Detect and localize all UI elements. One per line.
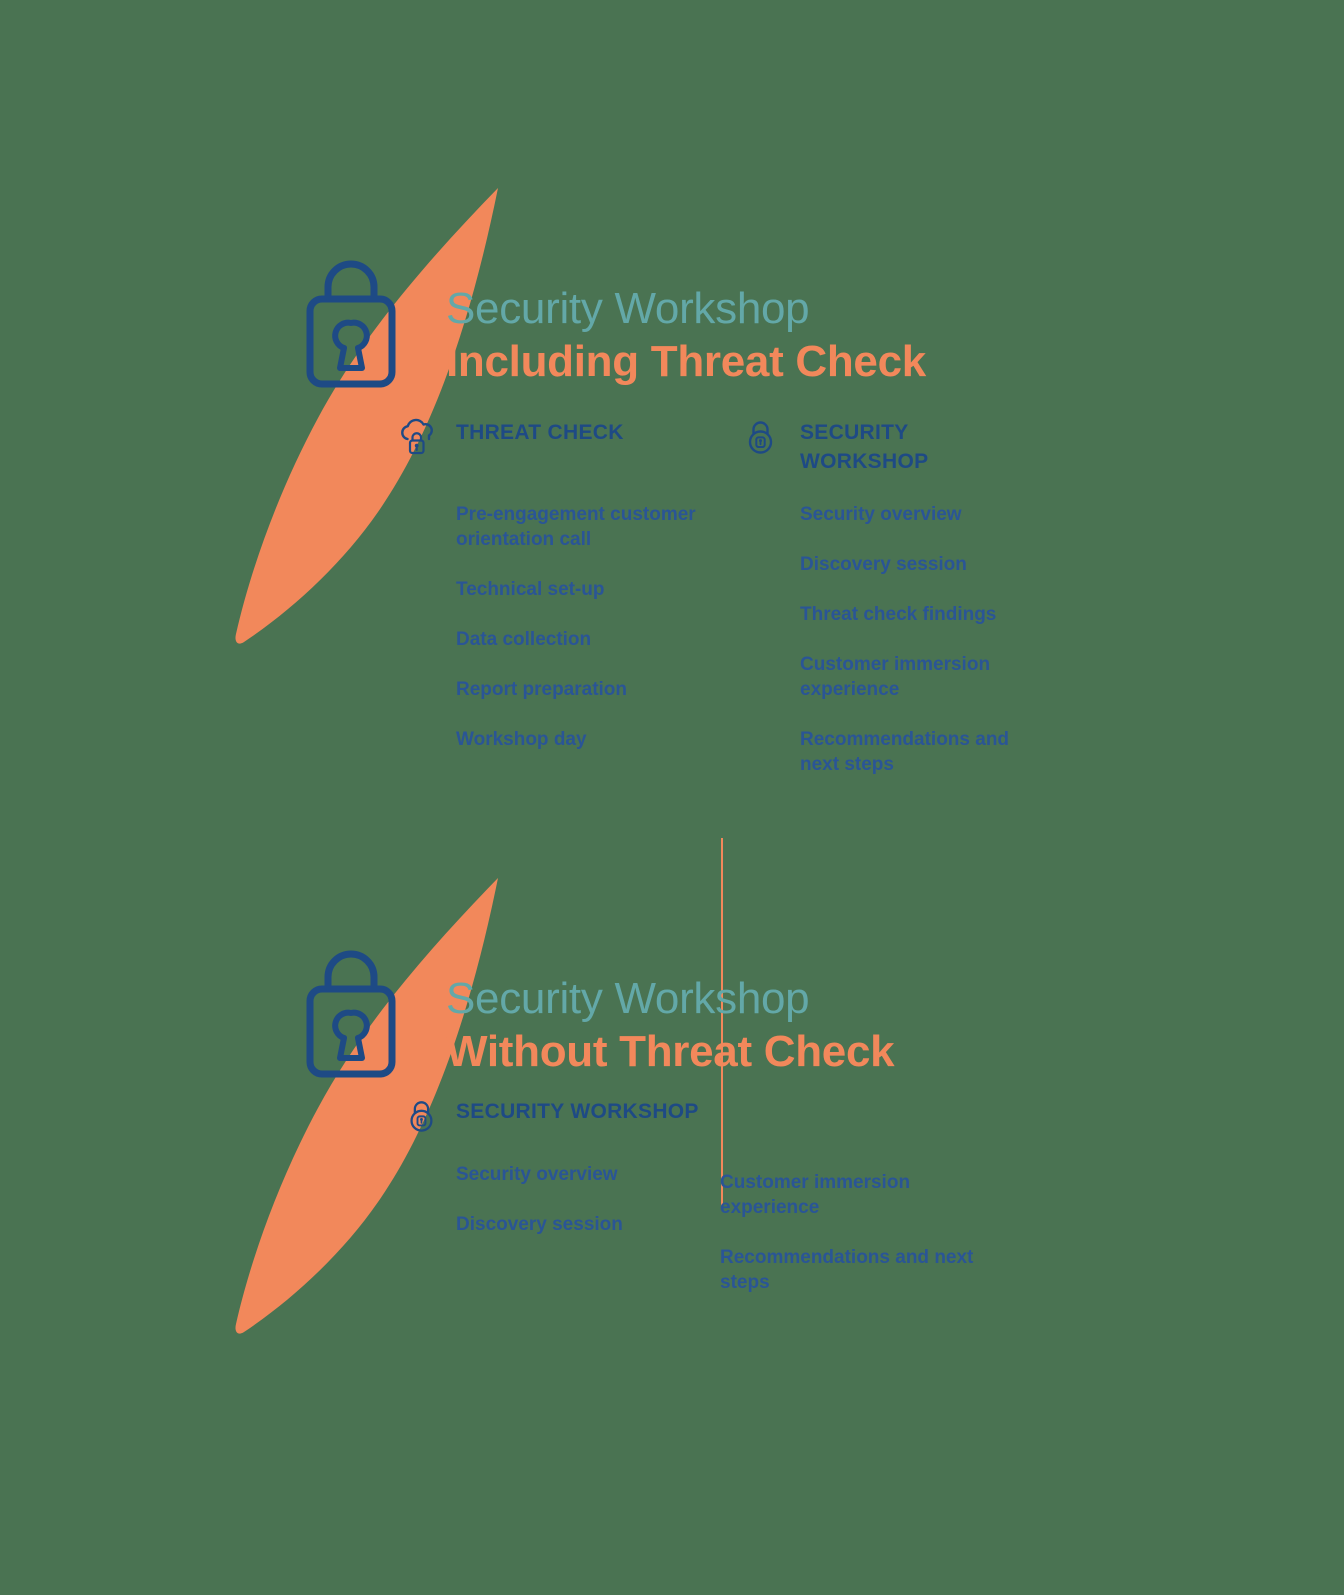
column-security-workshop: SECURITY WORKSHOP Security overview Disc… [742,418,1042,802]
list-item: Discovery session [800,554,967,575]
list-item: Pre-engagement customer orientation call [456,504,696,550]
list-item: Report preparation [456,679,628,700]
padlock-icon [306,260,396,388]
list-item: Technical set-up [456,579,605,600]
group-columns: Security overview Discovery session Cust… [398,1162,1298,1382]
heading-line-1: Security Workshop [446,284,810,333]
round-padlock-icon [748,421,773,454]
column-header: THREAT CHECK [398,418,698,482]
section-without-threat-check: Security Workshop Without Threat Check S… [0,680,1344,1595]
list-item: Workshop day [456,729,587,750]
security-workshop-list: Security overview Discovery session Thre… [800,502,1042,777]
group-column-left: Security overview Discovery session [456,1162,706,1262]
column-title: SECURITY WORKSHOP [800,421,929,473]
list-item: Recommendations and next steps [800,729,1010,775]
list-item: Data collection [456,629,592,650]
column-header: SECURITY WORKSHOP [742,418,1042,482]
heading-line-2: Without Threat Check [446,1027,895,1076]
two-column-body: THREAT CHECK Pre-engagement customer ori… [0,418,1344,1210]
workshop-list-right: Customer immersion experience Recommenda… [720,1170,980,1295]
section-heading: Security Workshop Without Threat Check [446,973,1306,1079]
list-item: Recommendations and next steps [720,1247,974,1293]
group-header: SECURITY WORKSHOP [398,1098,1298,1140]
threat-check-list: Pre-engagement customer orientation call… [456,502,698,752]
heading-line-2: Including Threat Check [446,337,926,386]
list-item: Security overview [456,1164,618,1185]
list-item: Customer immersion experience [800,654,991,700]
padlock-icon [306,950,396,1078]
round-padlock-icon [410,1101,433,1132]
workshop-list-left: Security overview Discovery session [456,1162,706,1237]
group-column-right: Customer immersion experience Recommenda… [720,1170,980,1320]
list-item: Customer immersion experience [720,1172,911,1218]
list-item: Discovery session [456,1214,623,1235]
security-workshop-group: SECURITY WORKSHOP Security overview Disc… [398,1098,1298,1382]
group-title: SECURITY WORKSHOP [456,1100,699,1123]
heading-line-1: Security Workshop [446,974,810,1023]
list-item: Threat check findings [800,604,997,625]
column-title: THREAT CHECK [456,421,624,444]
column-divider [721,838,723,1210]
section-heading: Security Workshop Including Threat Check [446,283,1306,389]
cloud-lock-icon [401,418,433,455]
list-item: Security overview [800,504,962,525]
column-threat-check: THREAT CHECK Pre-engagement customer ori… [398,418,698,777]
